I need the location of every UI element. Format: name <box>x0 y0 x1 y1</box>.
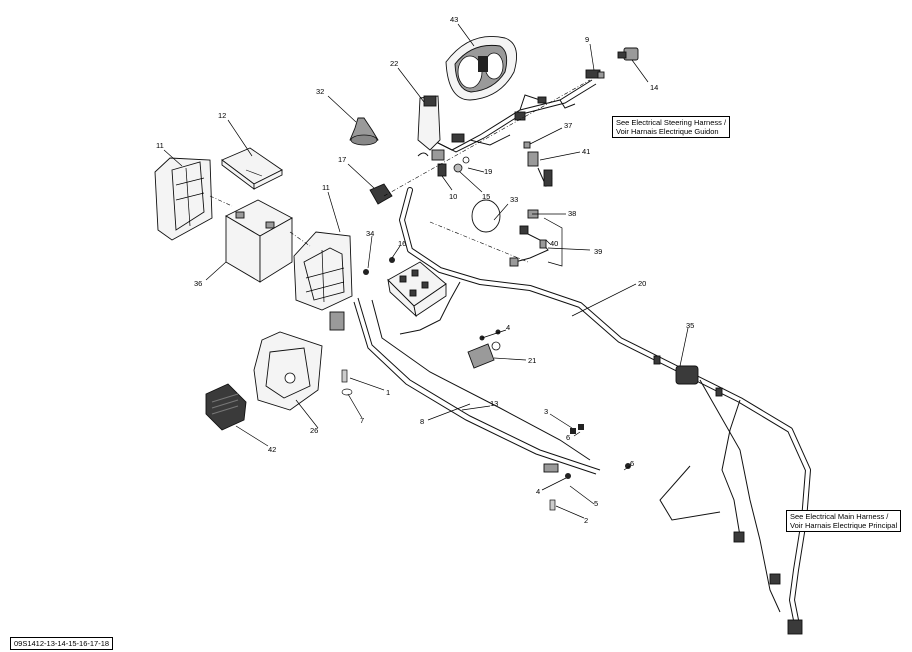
steering-note-line2: Voir Harnais Electrique Guidon <box>616 127 719 136</box>
callout-34: 34 <box>366 229 374 238</box>
main-note-line1: See Electrical Main Harness / <box>790 512 889 521</box>
callout-12: 12 <box>218 111 226 120</box>
hardware-parts <box>341 257 631 511</box>
callout-6-lower: 6 <box>630 459 634 468</box>
callout-35: 35 <box>686 321 694 330</box>
regulator-part <box>467 341 501 369</box>
callout-3: 3 <box>544 407 548 416</box>
cluster-bracket-part <box>417 95 441 151</box>
callout-11-left: 11 <box>156 141 164 150</box>
ground-cables-part <box>329 297 601 475</box>
callout-5: 5 <box>594 499 598 508</box>
callout-41: 41 <box>582 147 590 156</box>
callout-33: 33 <box>510 195 518 204</box>
callout-39: 39 <box>594 247 602 256</box>
callout-32: 32 <box>316 87 324 96</box>
alignment-lines <box>209 79 591 263</box>
callout-11-right: 11 <box>322 183 330 192</box>
callout-36: 36 <box>194 279 202 288</box>
rubber-boot-part <box>349 117 379 146</box>
callout-14: 14 <box>650 83 658 92</box>
callout-19: 19 <box>484 167 492 176</box>
callout-26: 26 <box>310 426 318 435</box>
callout-40: 40 <box>550 239 558 248</box>
loop-wire-part <box>471 199 501 233</box>
connector-part-17 <box>369 183 393 205</box>
callout-16: 16 <box>398 239 406 248</box>
callout-1: 1 <box>386 388 390 397</box>
callout-37: 37 <box>564 121 572 130</box>
callout-17: 17 <box>338 155 346 164</box>
steering-harness-note: See Electrical Steering Harness / Voir H… <box>612 116 731 138</box>
gauge-cluster-part <box>445 35 517 101</box>
steering-note-line1: See Electrical Steering Harness / <box>616 118 727 127</box>
callout-43: 43 <box>450 15 458 24</box>
callout-2: 2 <box>584 516 588 525</box>
diagram-reference-code: 09S1412-13-14-15-16-17-18 <box>10 637 114 650</box>
fuse-box-part <box>387 261 447 318</box>
mounting-bracket-part <box>253 331 323 411</box>
callout-7: 7 <box>360 416 364 425</box>
battery-cover-part <box>221 147 283 190</box>
battery-holder-part <box>293 231 353 311</box>
callout-4-lower: 4 <box>536 487 540 496</box>
main-note-line2: Voir Harnais Electrique Principal <box>790 521 898 530</box>
callout-38: 38 <box>568 209 576 218</box>
rectifier-part <box>205 383 247 431</box>
callout-9: 9 <box>585 35 589 44</box>
switch-part <box>617 47 639 61</box>
callout-labels: 43 9 14 22 32 12 11 37 17 19 41 10 15 11… <box>156 15 694 525</box>
fuse-holder-part <box>523 141 531 149</box>
callout-21: 21 <box>528 356 536 365</box>
battery-box-part <box>154 157 213 241</box>
relay-parts <box>417 149 470 177</box>
callout-10: 10 <box>449 192 457 201</box>
callout-20: 20 <box>638 279 646 288</box>
callout-22: 22 <box>390 59 398 68</box>
callout-13: 13 <box>490 399 498 408</box>
callout-6-upper: 6 <box>566 433 570 442</box>
callout-8: 8 <box>420 417 424 426</box>
connector-part-9 <box>585 69 605 79</box>
callout-42: 42 <box>268 445 276 454</box>
callout-4-upper: 4 <box>506 323 510 332</box>
main-harness-part <box>399 187 811 635</box>
leader-lines <box>163 23 689 519</box>
relay-41-part <box>527 151 553 187</box>
callout-15: 15 <box>482 192 490 201</box>
battery-part <box>225 199 293 283</box>
main-harness-note: See Electrical Main Harness / Voir Harna… <box>786 510 902 532</box>
sensor-harness-part <box>509 209 549 267</box>
